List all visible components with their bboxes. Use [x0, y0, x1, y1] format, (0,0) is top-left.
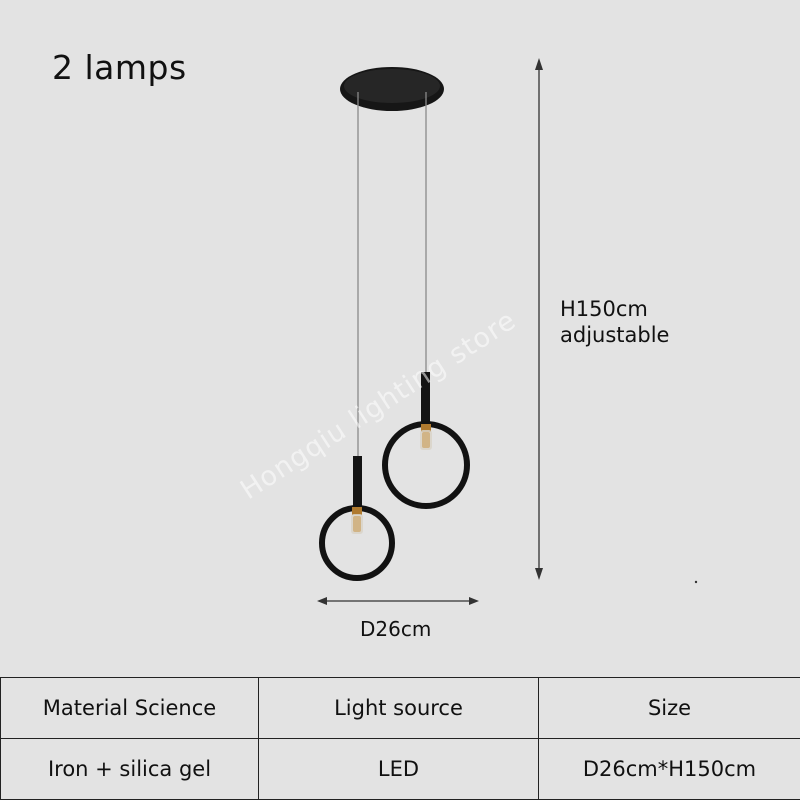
height-dimension-arrow — [535, 58, 543, 580]
spec-header-material: Material Science — [0, 677, 259, 739]
spec-value-row: Iron + silica gel LED D26cm*H150cm — [0, 738, 800, 800]
page-title: 2 lamps — [52, 48, 187, 87]
spec-header-row: Material Science Light source Size — [0, 677, 800, 739]
diameter-dimension-arrow — [317, 597, 479, 605]
spec-value-light-source: LED — [258, 738, 539, 800]
spec-table: Material Science Light source Size Iron … — [0, 677, 800, 800]
spec-header-light-source: Light source — [258, 677, 539, 739]
spec-value-material: Iron + silica gel — [0, 738, 259, 800]
diameter-label: D26cm — [360, 617, 432, 641]
lamp-right — [382, 372, 470, 509]
lamp-left — [319, 456, 395, 581]
spec-header-size: Size — [538, 677, 800, 739]
spec-value-size: D26cm*H150cm — [538, 738, 800, 800]
height-label: H150cm adjustable — [560, 297, 670, 347]
pendant-lamp-illustration — [317, 58, 698, 605]
